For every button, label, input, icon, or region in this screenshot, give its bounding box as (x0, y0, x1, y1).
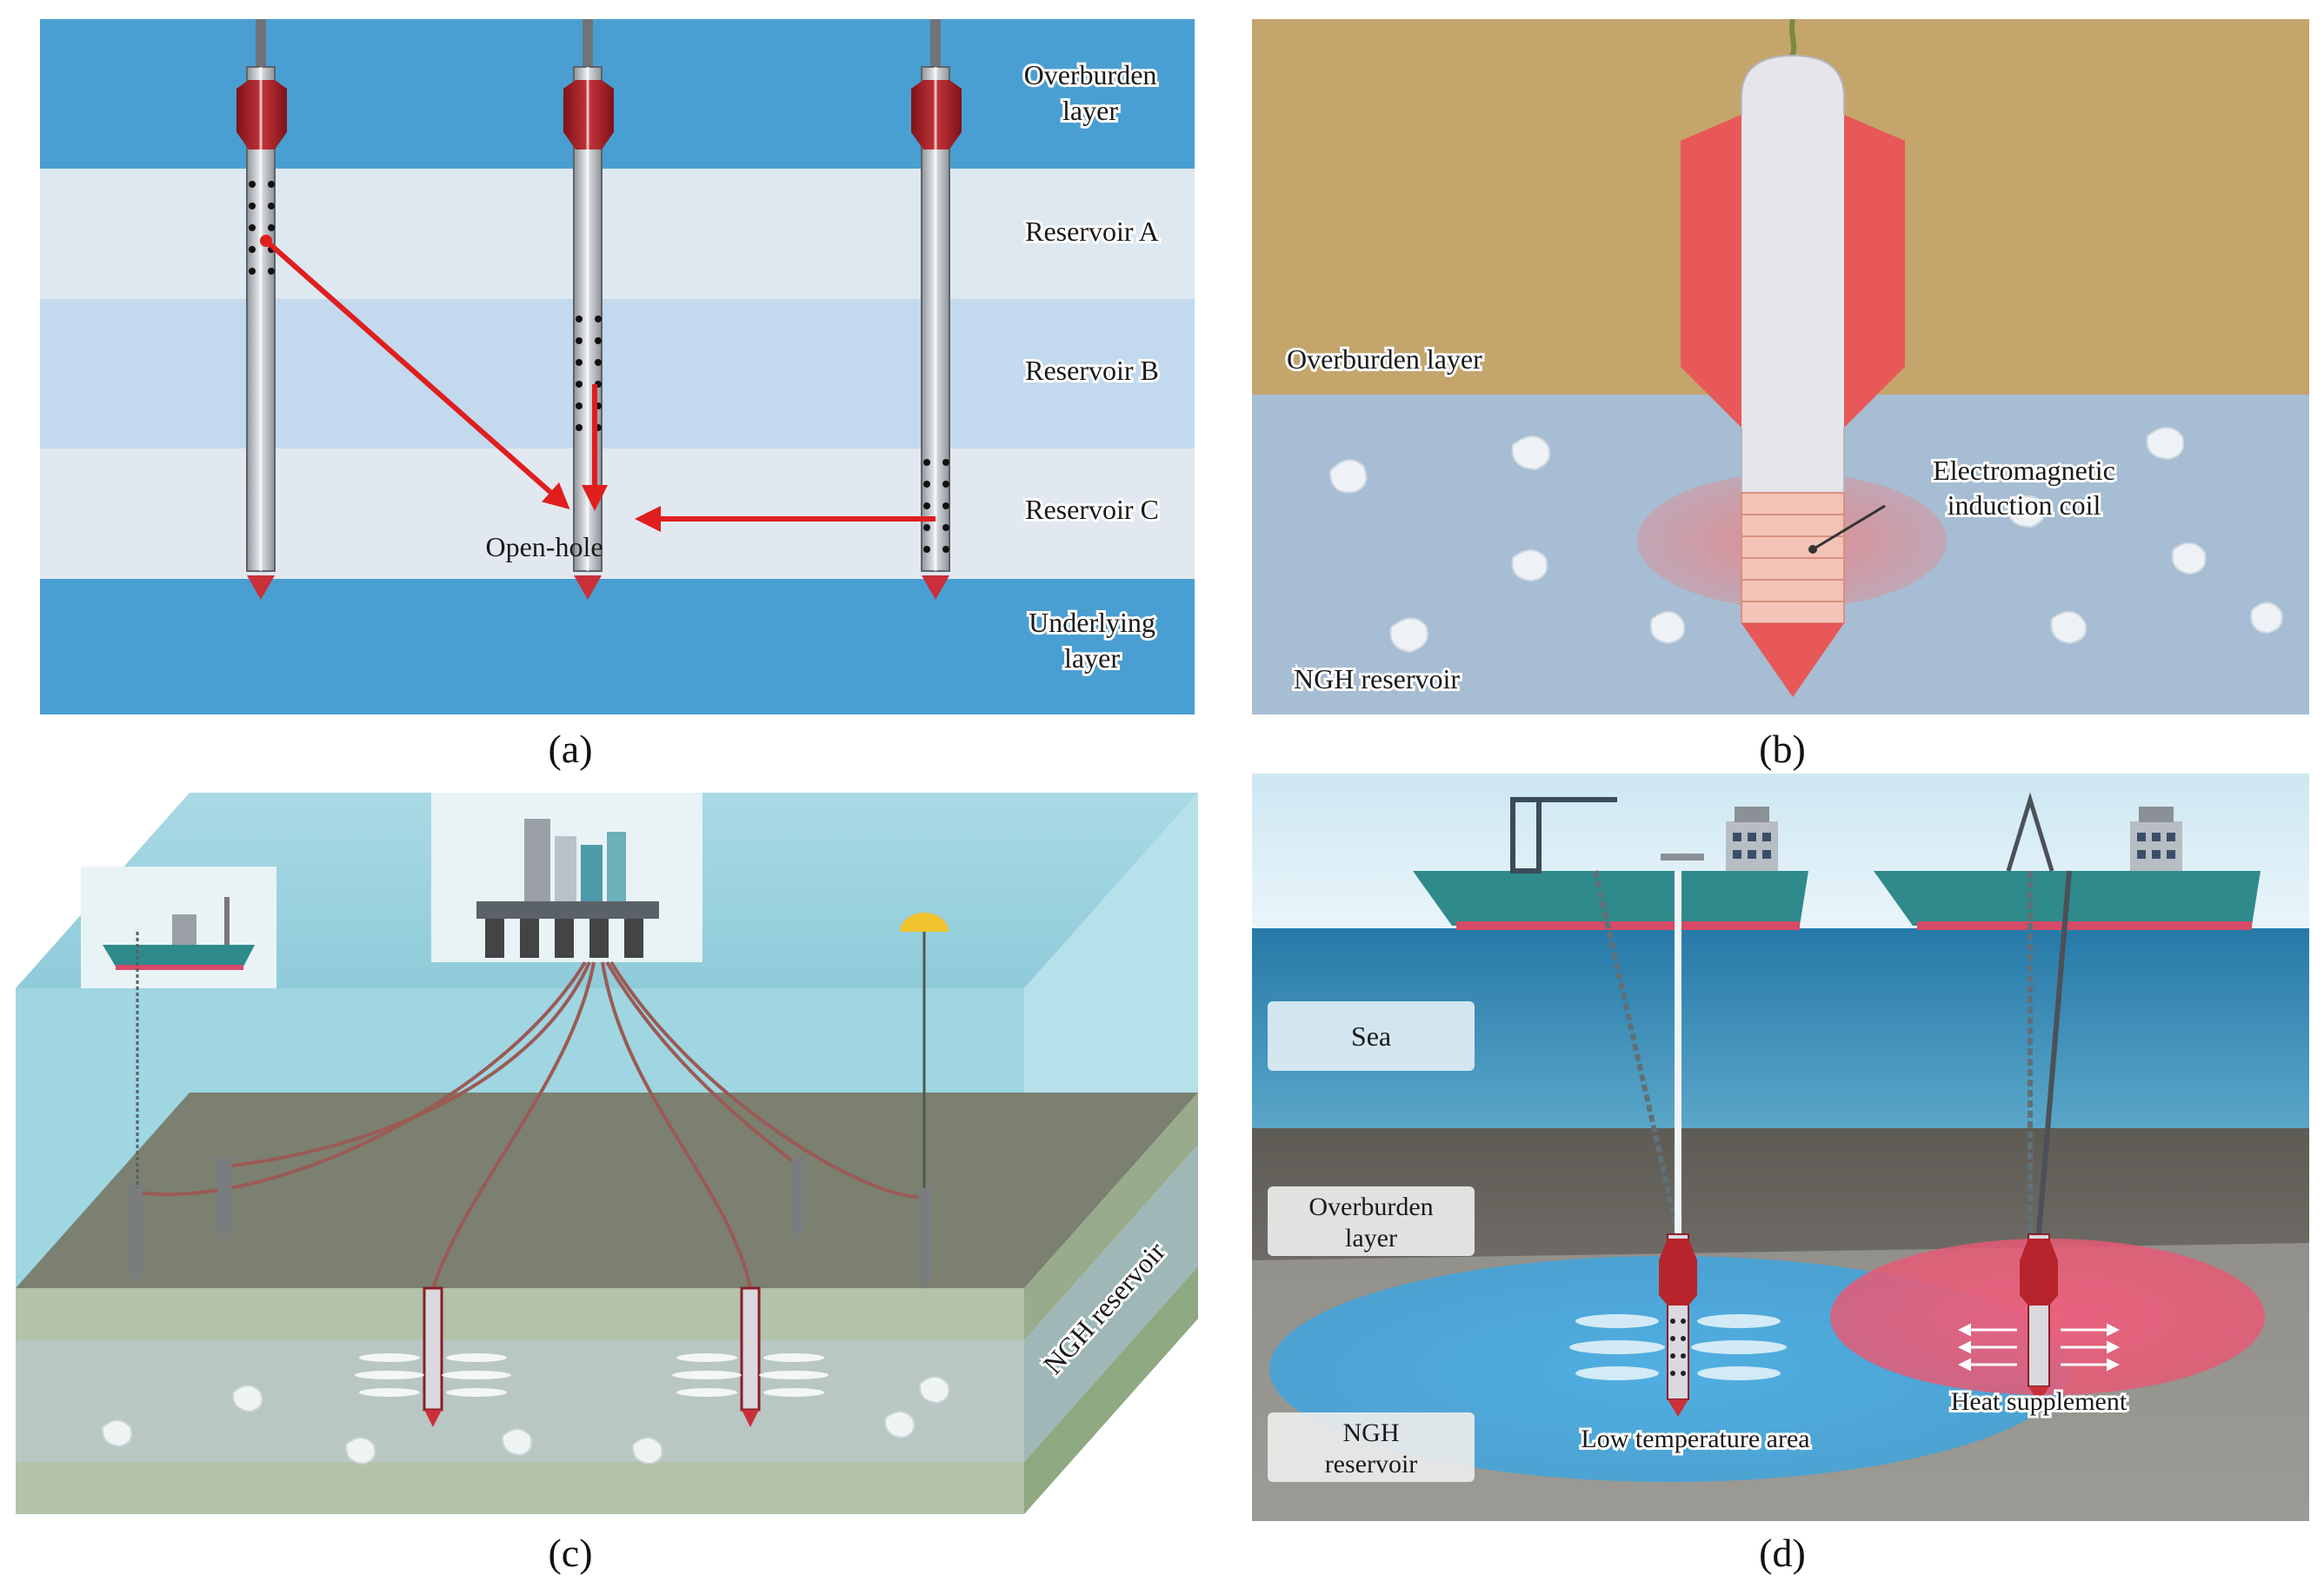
ship-icon-c (103, 897, 255, 970)
label-reservoir-a: Reservoir A (1025, 216, 1159, 247)
riser-pipe-right (2036, 870, 2072, 1235)
reservoir-a-band (40, 169, 1195, 299)
panel-d-diagram: Sea Overburden layer NGH reservoir Low t… (1252, 774, 2309, 1521)
label-open-hole: Open-hole (485, 531, 603, 562)
hydrate-chunks-c (101, 1376, 950, 1465)
label-overburden-1: Overburden (1024, 59, 1157, 90)
overburden-layer-band (40, 19, 1195, 169)
label-heat-supplement: Heat supplement (1951, 1387, 2128, 1416)
panel-c-diagram: NGH reservoir (16, 793, 1198, 1514)
well-1 (236, 19, 287, 600)
label-overburden-d-2: layer (1345, 1224, 1397, 1252)
label-ngh-d-1: NGH (1343, 1419, 1400, 1447)
coil-leader-line (1812, 504, 1886, 551)
label-underlying-1: Underlying (1029, 607, 1155, 638)
flowlines (137, 960, 925, 1289)
label-sea: Sea (1351, 1020, 1391, 1052)
label-reservoir-b: Reservoir B (1025, 355, 1159, 386)
seabed-wells (129, 932, 932, 1289)
panel-b-diagram: Overburden layer Electromagnetic inducti… (1252, 19, 2309, 714)
reservoir-well-left (355, 1286, 511, 1427)
well-3 (911, 19, 962, 600)
electromagnetic-heating-tool (1681, 19, 1905, 697)
label-low-temperature-area: Low temperature area (1581, 1425, 1809, 1453)
label-ngh-reservoir: NGH reservoir (1294, 663, 1460, 694)
label-reservoir-c: Reservoir C (1025, 494, 1159, 525)
reservoir-c-band (40, 448, 1195, 579)
caption-c: (c) (548, 1531, 593, 1575)
ngh-label-box (1268, 1412, 1475, 1482)
offshore-platform-icon (476, 819, 659, 958)
reservoir-b-band (40, 299, 1195, 448)
label-overburden-2: layer (1062, 95, 1118, 126)
label-coil-1: Electromagnetic (1933, 455, 2115, 486)
seabed-surface (16, 1093, 1198, 1288)
flow-arrow-from-reservoir-a (264, 238, 570, 509)
label-overburden-d-1: Overburden (1308, 1193, 1433, 1221)
sea-label-box (1268, 1001, 1475, 1071)
reservoir-well-right (672, 1286, 829, 1427)
overburden-label-box (1268, 1186, 1475, 1256)
caption-b: (b) (1759, 727, 1806, 771)
caption-d: (d) (1759, 1531, 1806, 1575)
heating-well-right (1958, 1233, 2120, 1404)
seabed-front (16, 1288, 1024, 1340)
caption-a: (a) (548, 727, 593, 771)
panel-a-diagram: Overburden layer Reservoir A Reservoir B… (40, 19, 1195, 714)
label-underlying-2: layer (1064, 642, 1120, 674)
drilling-ship-left (1413, 797, 1808, 930)
underlying-layer-band (40, 579, 1195, 714)
label-overburden-layer: Overburden layer (1287, 343, 1482, 375)
label-coil-2: induction coil (1948, 489, 2101, 521)
hydrate-chunks (1328, 427, 2283, 654)
production-well-left (1569, 1233, 1787, 1417)
label-ngh-d-2: reservoir (1325, 1450, 1418, 1478)
